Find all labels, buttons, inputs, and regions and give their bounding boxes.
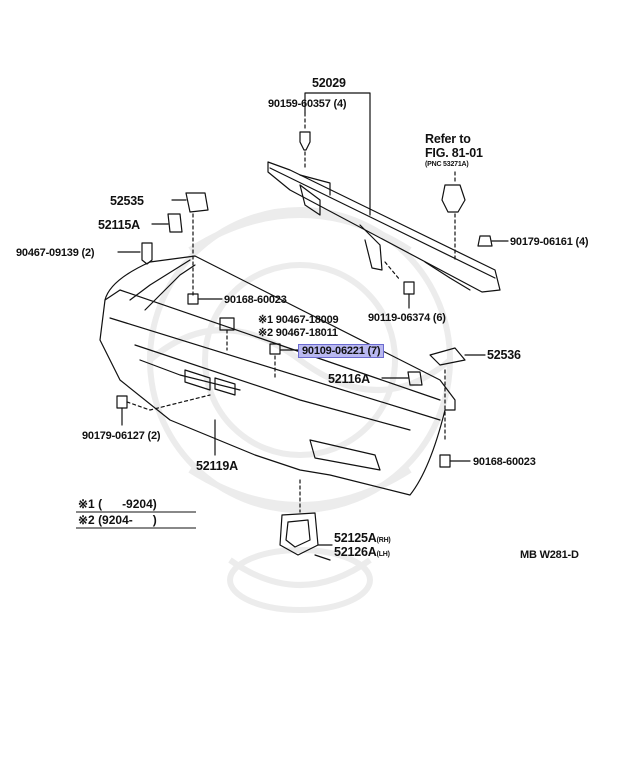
seal-watermark [147,207,453,613]
legend-line-2: ※2 (9204- ) [78,513,157,527]
refer-to: Refer to [425,132,471,146]
retainer-52535 [185,192,209,213]
part-90159-60357[interactable]: 90159-60357 (4) [268,98,347,110]
part-52116a[interactable]: 52116A [328,372,370,386]
bolt-90168-left [187,293,199,305]
pnc-ref: (PNC 53271A) [425,161,469,168]
nut-90179-06127 [116,395,128,409]
clip-90159 [299,131,311,151]
part-90467-18011[interactable]: ※2 90467-18011 [258,327,338,339]
reinforcement-beam [267,161,501,293]
part-52126a-number: 52126A [334,545,377,559]
part-90467-18009[interactable]: ※1 90467-18009 [258,314,339,326]
retainer-52116a [407,371,423,386]
clip-90467-09139 [141,242,153,265]
legend-line-1: ※1 ( -9204) [78,497,157,511]
part-52115a[interactable]: 52115A [98,218,140,232]
part-90168-60023-right[interactable]: 90168-60023 [473,456,536,468]
clip-90119 [403,281,415,295]
part-52125a-number: 52125A [334,531,377,545]
part-52536[interactable]: 52536 [487,348,521,362]
screw-90109 [269,343,281,355]
diagram-code: MB W281-D [520,549,579,561]
part-90467-09139[interactable]: 90467-09139 (2) [16,247,95,259]
part-52535[interactable]: 52535 [110,194,144,208]
hole-cover-52125a [279,512,319,556]
part-90109-06221[interactable]: 90109-06221 (7) [298,344,385,358]
part-90119-06374[interactable]: 90119-06374 (6) [368,312,446,324]
part-90179-06127[interactable]: 90179-06127 (2) [82,430,161,442]
part-52125a-side: (RH) [376,537,391,544]
retainer-52536 [429,347,466,366]
retainer-52115a [167,213,183,233]
legend-underline [76,511,196,529]
leader-52029 [304,92,371,216]
part-52125a[interactable]: 52125A(RH) [334,531,391,545]
part-52119a[interactable]: 52119A [196,459,238,473]
bumper-cover [99,255,456,496]
part-52029: 52029 [312,76,346,90]
clip-90467-18009 [219,317,235,331]
bolt-90168-right [439,454,451,468]
fig-ref[interactable]: FIG. 81-01 [425,146,483,160]
bracket-53271a [441,184,466,213]
nut-90179-06161 [477,235,493,247]
part-52126a-side: (LH) [376,551,390,558]
part-90179-06161[interactable]: 90179-06161 (4) [510,236,589,248]
part-90168-60023-left[interactable]: 90168-60023 [224,294,287,306]
part-52126a[interactable]: 52126A(LH) [334,545,390,559]
